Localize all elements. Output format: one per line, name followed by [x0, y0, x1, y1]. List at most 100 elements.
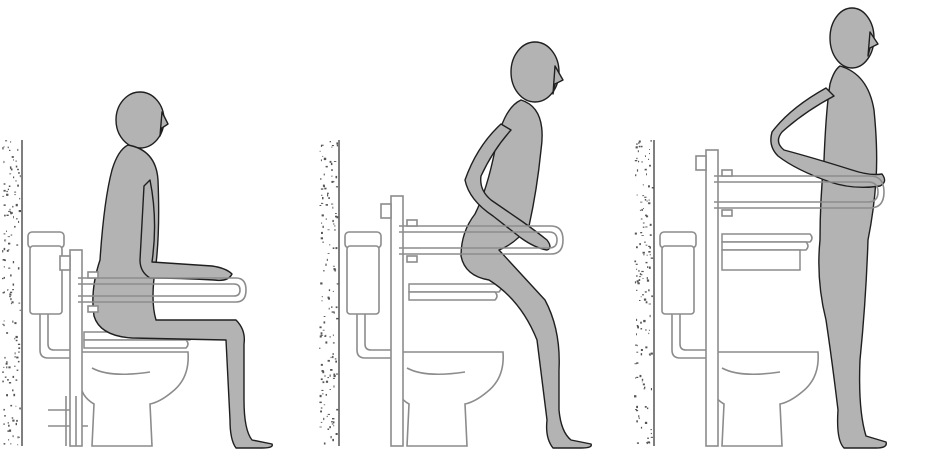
wall-speckle	[320, 326, 322, 328]
wall-speckle	[333, 421, 335, 423]
wall-speckle	[8, 366, 10, 368]
wall-speckle	[323, 242, 324, 243]
wall-speckle	[320, 282, 322, 284]
wall-speckle	[4, 357, 5, 359]
wall-speckle	[11, 213, 12, 214]
wall-speckle	[332, 311, 334, 312]
wall-speckle	[2, 147, 3, 149]
wall-speckle	[8, 425, 10, 427]
wall-speckle	[652, 187, 654, 189]
wall-speckle	[331, 204, 333, 205]
wall-speckle	[8, 211, 10, 212]
wall-speckle	[643, 278, 644, 279]
wall-speckle	[9, 430, 11, 432]
wall-speckle	[13, 284, 15, 286]
wall-speckle	[641, 427, 642, 429]
wall-speckle	[646, 173, 647, 175]
wall-speckle	[325, 375, 326, 377]
wall-speckle	[323, 381, 325, 383]
wall-speckle	[637, 325, 638, 327]
toilet-bowl	[395, 352, 503, 446]
wall-speckle	[641, 161, 642, 162]
wall-speckle	[335, 358, 337, 359]
wall-speckle	[636, 352, 638, 353]
toilet-seat-raised	[722, 234, 812, 270]
wall-speckle	[7, 215, 9, 216]
wall-speckle	[651, 140, 652, 142]
wall-speckle	[330, 141, 331, 142]
wall-speckle	[12, 417, 14, 418]
wall-speckle	[13, 261, 14, 263]
wall-speckle	[331, 306, 332, 308]
wall-speckle	[320, 427, 322, 428]
wall	[634, 140, 654, 446]
wall-speckle	[325, 264, 326, 266]
panel-standing	[630, 0, 945, 449]
wall-speckle	[645, 227, 647, 228]
wall-speckle	[13, 435, 14, 437]
wall-speckle	[334, 385, 335, 387]
wall-speckle	[321, 195, 322, 196]
wall-speckle	[9, 382, 11, 384]
wall-speckle	[16, 340, 18, 341]
wall-texture	[319, 141, 338, 444]
wall-speckle	[10, 166, 12, 168]
wall-speckle	[636, 420, 638, 422]
wall-speckle	[5, 241, 6, 242]
wall-speckle	[331, 176, 332, 177]
wall-speckle	[643, 184, 644, 185]
wall-speckle	[321, 422, 323, 423]
wall-speckle	[10, 274, 12, 276]
wall-speckle	[647, 201, 648, 202]
wall-speckle	[333, 425, 334, 426]
wall-speckle	[642, 235, 644, 236]
wall-speckle	[636, 146, 638, 148]
wall-speckle	[634, 395, 636, 397]
wall-speckle	[635, 233, 637, 235]
wall-speckle	[333, 353, 334, 355]
wall-speckle	[651, 433, 652, 434]
wall-speckle	[337, 145, 338, 147]
wall-speckle	[322, 156, 323, 157]
wall-speckle	[330, 369, 332, 371]
wall-speckle	[637, 345, 638, 346]
wall-speckle	[14, 194, 15, 195]
wall-speckle	[13, 159, 14, 160]
wall-speckle	[336, 374, 338, 375]
wall-speckle	[320, 151, 321, 152]
wall-speckle	[636, 410, 638, 411]
wall-speckle	[645, 291, 647, 292]
wall-speckle	[648, 251, 650, 253]
wall-speckle	[643, 208, 644, 209]
wall-speckle	[11, 169, 13, 171]
panel-seated-drawing	[0, 0, 315, 449]
wall-speckle	[637, 195, 638, 196]
wall-speckle	[326, 219, 327, 220]
wall-speckle	[10, 443, 11, 444]
wall-speckle	[333, 378, 335, 379]
wall-speckle	[322, 296, 323, 297]
wall-speckle	[638, 282, 640, 284]
wall-speckle	[328, 298, 330, 300]
wall-speckle	[334, 161, 336, 162]
wall-speckle	[649, 304, 651, 305]
wall-speckle	[644, 299, 646, 301]
wall-speckle	[333, 266, 335, 267]
wall-speckle	[17, 185, 19, 187]
wall-speckle	[333, 181, 334, 182]
wall-speckle	[4, 291, 5, 293]
wall-speckle	[12, 301, 14, 303]
wall-speckle	[4, 204, 6, 206]
wall-speckle	[649, 153, 650, 154]
wall-speckle	[643, 254, 644, 256]
wall-speckle	[646, 245, 648, 246]
wall-speckle	[20, 310, 22, 311]
wall-speckle	[14, 226, 16, 228]
wall-speckle	[328, 229, 330, 230]
wall-speckle	[649, 199, 650, 201]
wall-speckle	[333, 374, 335, 376]
wall-speckle	[8, 236, 10, 237]
wall-speckle	[9, 173, 11, 174]
wall-speckle	[651, 295, 653, 297]
wall-speckle	[12, 156, 14, 158]
